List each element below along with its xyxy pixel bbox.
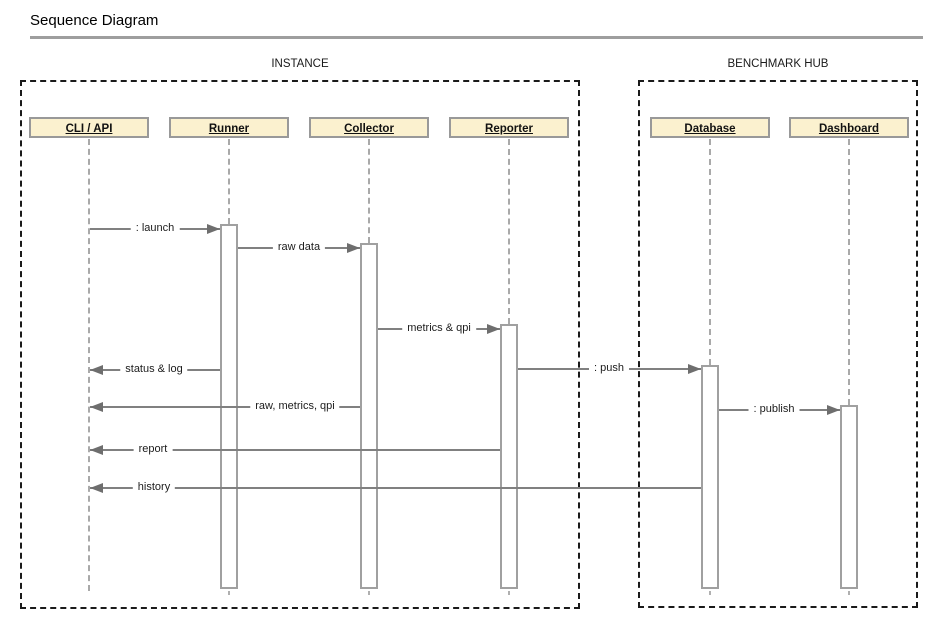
participant-label: Dashboard [818,123,880,135]
lifeline-tick [709,591,711,595]
message-label: : launch [130,221,180,236]
lifeline-tick [508,591,510,595]
message-label: raw, metrics, qpi [250,399,340,414]
arrowhead-left-icon [90,402,103,412]
message-history: history [90,480,701,495]
lifeline-database [709,139,711,365]
lifeline-collector [368,139,370,243]
message-label: metrics & qpi [402,321,476,336]
message-label: : publish [748,402,800,417]
lifeline-tick [848,591,850,595]
participant-collector: Collector [309,117,429,138]
participant-label: Reporter [485,123,533,135]
lifeline-reporter [508,139,510,324]
participant-cli-api: CLI / API [29,117,149,138]
participant-label: Collector [344,123,394,135]
activation-dashboard [840,405,858,589]
frame-benchmark-hub [638,80,918,608]
lifeline-runner [228,139,230,224]
participant-runner: Runner [169,117,289,138]
page-title: Sequence Diagram [30,12,159,29]
arrowhead-left-icon [90,365,103,375]
message-label: status & log [120,362,188,377]
arrowhead-right-icon [487,324,500,334]
arrowhead-right-icon [207,224,220,234]
frame-instance [20,80,580,609]
message-label: : push [589,361,629,376]
message-status-log: status & log [90,362,220,377]
message-line [90,487,701,489]
participant-reporter: Reporter [449,117,569,138]
message-label: raw data [272,240,326,255]
lifeline-dashboard [848,139,850,405]
participant-database: Database [650,117,770,138]
message-raw-data: raw data [238,240,360,255]
activation-reporter [500,324,518,589]
message-launch: : launch [90,221,220,236]
message-publish: : publish [719,402,840,417]
activation-collector [360,243,378,589]
arrowhead-left-icon [90,483,103,493]
frame-label-benchmark-hub: BENCHMARK HUB [727,58,829,70]
activation-database [701,365,719,589]
message-line [90,406,360,408]
message-push: : push [518,361,701,376]
participant-label: Database [684,123,736,135]
arrowhead-left-icon [90,445,103,455]
participant-label: CLI / API [65,123,113,135]
message-label: history [132,480,176,495]
arrowhead-right-icon [827,405,840,415]
message-report: report [90,442,500,457]
message-label: report [133,442,173,457]
arrowhead-right-icon [688,364,701,374]
participant-dashboard: Dashboard [789,117,909,138]
frame-label-instance: INSTANCE [271,58,329,70]
arrowhead-right-icon [347,243,360,253]
message-metrics-qpi: metrics & qpi [378,321,500,336]
lifeline-tick [228,591,230,595]
lifeline-cli-api [88,139,90,591]
title-rule [30,36,923,39]
lifeline-tick [368,591,370,595]
participant-label: Runner [208,123,250,135]
message-line [90,449,500,451]
message-raw-metrics-qpi: raw, metrics, qpi [90,399,360,414]
